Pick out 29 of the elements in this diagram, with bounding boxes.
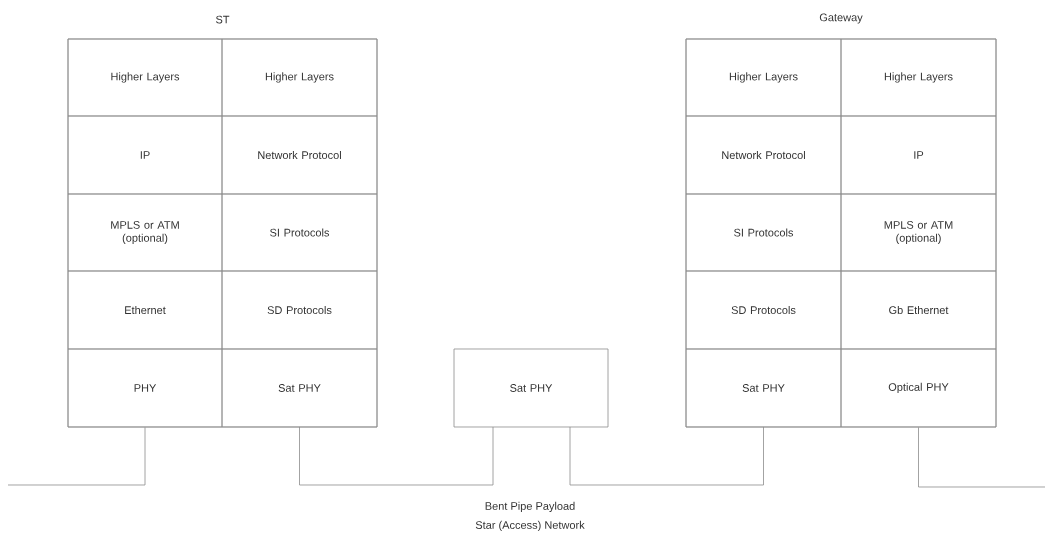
layer-box: Higher Layers — [685, 38, 842, 117]
layer-box: SI Protocols — [221, 193, 378, 272]
layer-box: Gb Ethernet — [840, 270, 997, 350]
layer-box: Higher Layers — [840, 38, 997, 117]
layer-box: MPLS or ATM (optional) — [67, 193, 223, 272]
layer-box: Ethernet — [67, 270, 223, 350]
layer-box: SI Protocols — [685, 193, 842, 272]
layer-box: IP — [840, 115, 997, 195]
network-caption: Star (Access) Network — [475, 520, 585, 532]
connector-line — [7, 427, 146, 486]
layer-box: IP — [67, 115, 223, 195]
layer-box: Network Protocol — [685, 115, 842, 195]
connector-line — [918, 427, 1046, 488]
layer-box: Network Protocol — [221, 115, 378, 195]
protocol-box: Sat PHY — [453, 348, 609, 428]
layer-box: SD Protocols — [685, 270, 842, 350]
node-label: ST — [215, 15, 230, 24]
layer-box: Sat PHY — [685, 348, 842, 428]
layer-box: Higher Layers — [221, 38, 378, 117]
layer-box: MPLS or ATM (optional) — [840, 193, 997, 272]
connector-line — [299, 426, 494, 486]
layer-box: PHY — [67, 348, 223, 428]
layer-box: SD Protocols — [221, 270, 378, 350]
layer-box: Higher Layers — [67, 38, 223, 117]
node-label: Gateway — [819, 13, 863, 24]
network-caption: Bent Pipe Payload — [485, 501, 575, 513]
layer-box: Sat PHY — [221, 348, 378, 428]
layer-box: Optical PHY — [840, 348, 997, 428]
connector-line — [569, 426, 764, 486]
